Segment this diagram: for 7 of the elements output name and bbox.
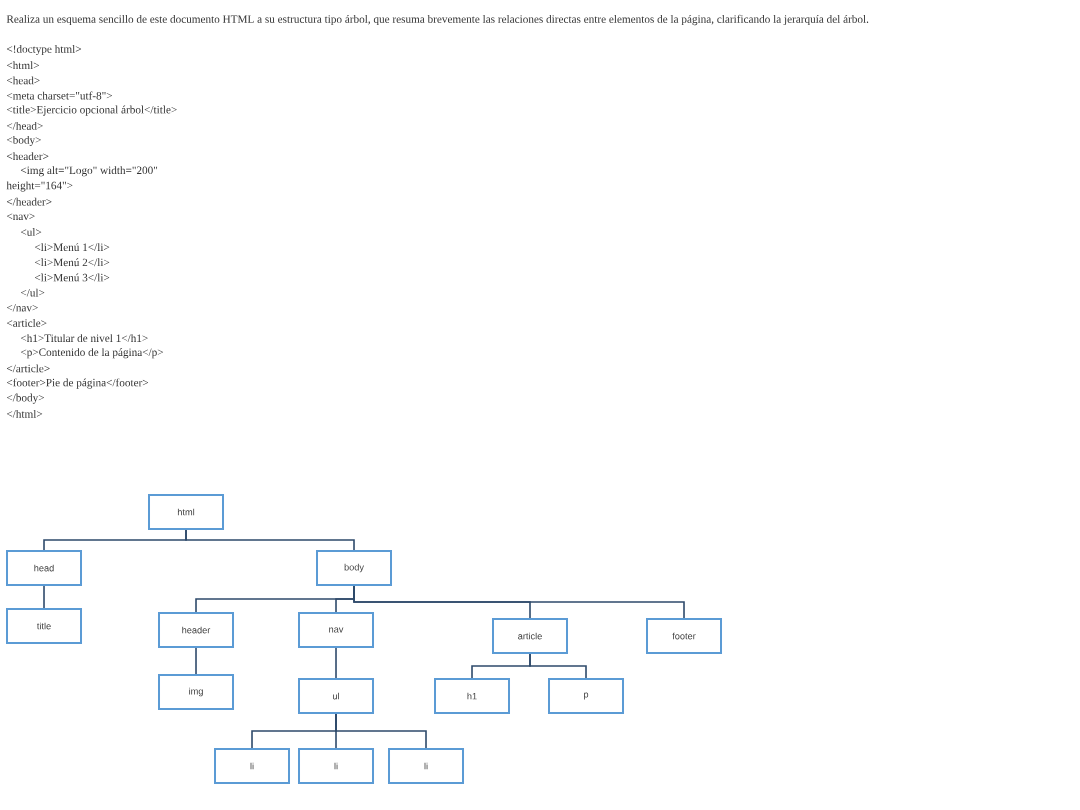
connector-line: [195, 647, 197, 675]
connector-line: [529, 653, 587, 679]
connector-line: [353, 585, 685, 619]
connector-line: [335, 713, 427, 749]
connector-line: [185, 529, 355, 551]
connector-line: [43, 585, 45, 609]
connector-line: [335, 647, 337, 679]
